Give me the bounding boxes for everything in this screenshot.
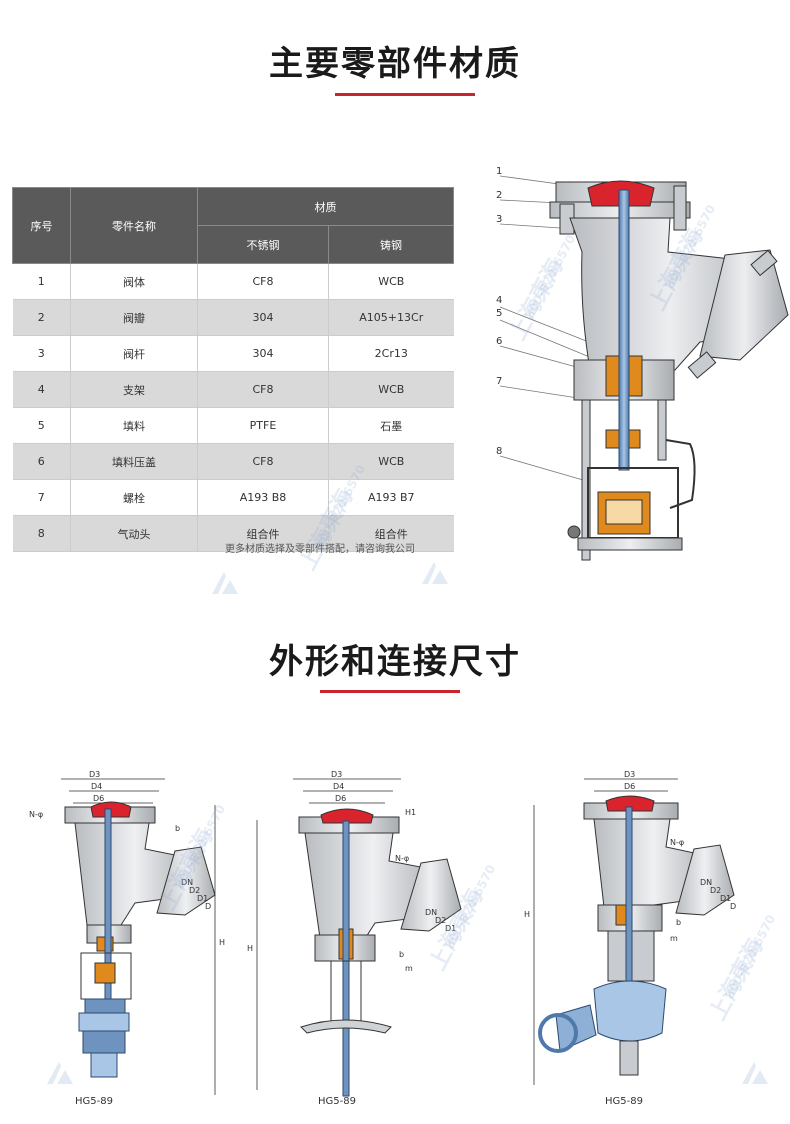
table-note: 更多材质选择及零部件搭配，请咨询我公司 <box>225 544 415 555</box>
label-b: b <box>676 918 681 927</box>
cell-name: 支架 <box>70 371 198 408</box>
cell-cast: 组合件 <box>328 515 454 552</box>
label-h: H <box>247 944 253 953</box>
table-row: 1 阀体 CF8 WCB <box>12 263 454 300</box>
cell-cast: 2Cr13 <box>328 335 454 372</box>
table-row: 5 填料 PTFE 石墨 <box>12 407 454 444</box>
cell-index: 4 <box>12 371 71 408</box>
label-m: m <box>405 964 413 973</box>
label-n: N-φ <box>29 810 43 819</box>
cell-name: 填料压盖 <box>70 443 198 480</box>
model-label-2: HG5-89 <box>318 1096 356 1107</box>
cell-stainless: CF8 <box>197 371 329 408</box>
table-row: 7 螺栓 A193 B8 A193 B7 <box>12 479 454 516</box>
label-d6: D6 <box>624 782 635 791</box>
cell-stainless: 组合件 <box>197 515 329 552</box>
label-d6: D6 <box>335 794 346 803</box>
dimension-drawing-2: D3 D4 D6 H1 N-φ DN D2 D1 b m H <box>247 770 462 1097</box>
label-d6: D6 <box>93 794 104 803</box>
model-label-3: HG5-89 <box>605 1096 643 1107</box>
cell-index: 8 <box>12 515 71 552</box>
cell-cast: WCB <box>328 263 454 300</box>
callout-7: 7 <box>496 376 502 387</box>
label-d2: D2 <box>710 886 721 895</box>
label-dn: DN <box>425 908 437 917</box>
cell-name: 阀体 <box>70 263 198 300</box>
label-h: H <box>219 938 225 947</box>
label-d1: D1 <box>445 924 456 933</box>
callout-2: 2 <box>496 190 502 201</box>
label-d3: D3 <box>624 770 635 779</box>
label-m: m <box>670 934 678 943</box>
label-dn: DN <box>700 878 712 887</box>
callout-3: 3 <box>496 214 502 225</box>
callout-8: 8 <box>496 446 502 457</box>
cell-name: 填料 <box>70 407 198 444</box>
cell-cast: 石墨 <box>328 407 454 444</box>
cell-stainless: 304 <box>197 335 329 372</box>
dimension-drawing-1: D3 D4 D6 N-φ b DN D2 D1 D H <box>29 770 225 1095</box>
cell-cast: A105+13Cr <box>328 299 454 336</box>
table-row: 3 阀杆 304 2Cr13 <box>12 335 454 372</box>
cell-stainless: 304 <box>197 299 329 336</box>
table-row: 6 填料压盖 CF8 WCB <box>12 443 454 480</box>
callout-4: 4 <box>496 295 502 306</box>
cell-cast: A193 B7 <box>328 479 454 516</box>
watermark-logo-icon <box>422 562 448 584</box>
header-material: 材质 <box>197 187 454 226</box>
table-row: 4 支架 CF8 WCB <box>12 371 454 408</box>
label-d: D <box>205 902 211 911</box>
label-n: N-φ <box>670 838 684 847</box>
title-underline <box>335 93 475 96</box>
cell-index: 1 <box>12 263 71 300</box>
label-d4: D4 <box>333 782 344 791</box>
header-stainless: 不锈钢 <box>197 225 329 264</box>
callout-6: 6 <box>496 336 502 347</box>
cell-index: 3 <box>12 335 71 372</box>
cell-stainless: A193 B8 <box>197 479 329 516</box>
label-n: N-φ <box>395 854 409 863</box>
cell-name: 螺栓 <box>70 479 198 516</box>
label-d1: D1 <box>720 894 731 903</box>
cell-cast: WCB <box>328 371 454 408</box>
cell-index: 2 <box>12 299 71 336</box>
cell-index: 7 <box>12 479 71 516</box>
label-dn: DN <box>181 878 193 887</box>
valve-section-diagram: 1 2 3 4 5 6 7 8 <box>496 166 789 561</box>
callout-5: 5 <box>496 308 502 319</box>
dimension-drawing-3: D3 D6 N-φ DN D2 D1 D b m H <box>524 770 736 1085</box>
header-part-name: 零件名称 <box>70 187 198 264</box>
callout-1: 1 <box>496 166 502 177</box>
section-title-dimensions: 外形和连接尺寸 <box>269 642 521 682</box>
header-cast-steel: 铸钢 <box>328 225 454 264</box>
cell-index: 5 <box>12 407 71 444</box>
cell-stainless: CF8 <box>197 263 329 300</box>
label-d: D <box>730 902 736 911</box>
materials-table: 序号 零件名称 材质 不锈钢 铸钢 1 阀体 CF8 WCB 2 阀瓣 304 … <box>12 187 454 552</box>
label-d4: D4 <box>91 782 102 791</box>
label-d2: D2 <box>435 916 446 925</box>
cell-stainless: PTFE <box>197 407 329 444</box>
section-title-materials: 主要零部件材质 <box>269 44 521 84</box>
label-h: H <box>524 910 530 919</box>
title-underline <box>320 690 460 693</box>
model-label-1: HG5-89 <box>75 1096 113 1107</box>
cell-name: 气动头 <box>70 515 198 552</box>
label-b: b <box>399 950 404 959</box>
label-d2: D2 <box>189 886 200 895</box>
watermark-logo-icon <box>212 572 238 594</box>
label-h1: H1 <box>405 808 416 817</box>
table-row: 2 阀瓣 304 A105+13Cr <box>12 299 454 336</box>
label-b: b <box>175 824 180 833</box>
label-d1: D1 <box>197 894 208 903</box>
label-d3: D3 <box>89 770 100 779</box>
cell-name: 阀瓣 <box>70 299 198 336</box>
table-row: 8 气动头 组合件 组合件 <box>12 515 454 552</box>
cell-stainless: CF8 <box>197 443 329 480</box>
header-index: 序号 <box>12 187 71 264</box>
label-d3: D3 <box>331 770 342 779</box>
cell-index: 6 <box>12 443 71 480</box>
cell-cast: WCB <box>328 443 454 480</box>
cell-name: 阀杆 <box>70 335 198 372</box>
